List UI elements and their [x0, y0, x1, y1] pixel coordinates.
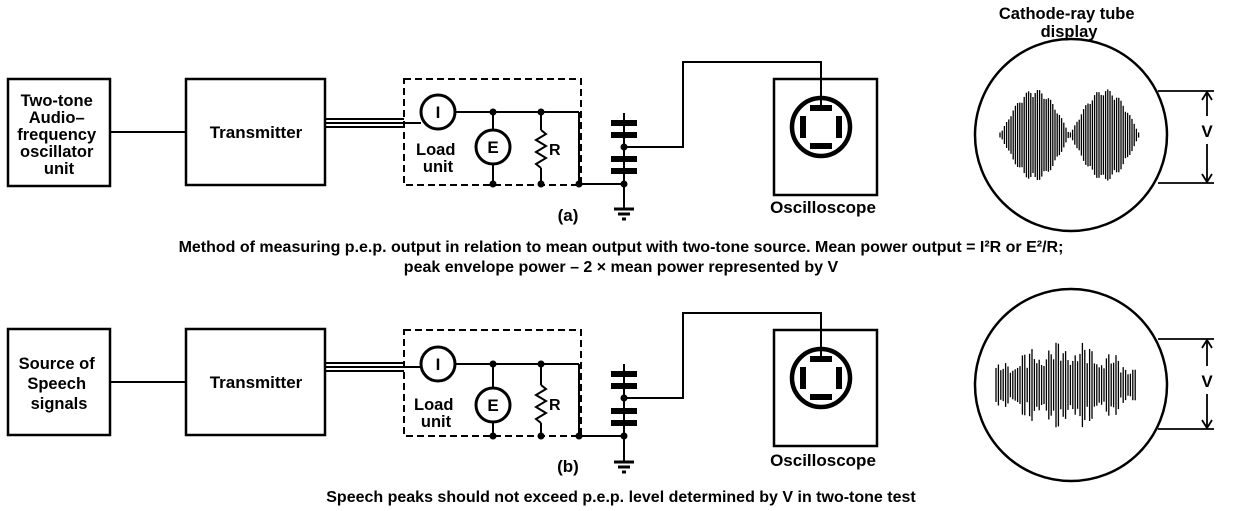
load-unit-enclosure-b [403, 329, 582, 437]
crt-title: Cathode-ray tube display [999, 5, 1139, 41]
voltage-meter-a [474, 128, 512, 166]
transmitter-label-b: Transmitter [210, 373, 303, 392]
source-label-a: Two-tone Audio– frequency oscillator uni… [17, 92, 100, 178]
ground-icon [612, 450, 636, 474]
v-dimension-b [1158, 338, 1214, 430]
oscilloscope-label-a: Oscilloscope [770, 198, 876, 217]
speech-envelope-b [995, 342, 1136, 428]
resistor-label-b: R [549, 397, 561, 414]
current-meter-b [419, 345, 457, 383]
voltage-meter-label-b: E [487, 396, 498, 415]
caption-a-line-1: Method of measuring p.e.p. output in rel… [178, 239, 1064, 256]
crt-screen-a [973, 37, 1169, 233]
transmitter-label-a: Transmitter [210, 123, 303, 142]
v-label-b: V [1201, 372, 1213, 391]
two-tone-envelope-a [999, 89, 1140, 181]
current-meter-label-b: I [436, 355, 441, 374]
scope-lead-b [624, 312, 822, 399]
capacitor-divider-a [611, 113, 637, 199]
transmitter-box-a [184, 77, 327, 187]
current-meter-a [419, 93, 457, 131]
scope-lead-a [624, 61, 822, 148]
resistor-label-a: R [549, 142, 561, 159]
caption-a: Method of measuring p.e.p. output in rel… [0, 238, 1242, 278]
transmitter-box-b [184, 327, 327, 437]
oscilloscope-label-b: Oscilloscope [770, 451, 876, 470]
resistor-b [534, 384, 548, 424]
capacitor-divider-b [611, 364, 637, 452]
feedline-a [325, 118, 421, 128]
v-dimension-a [1158, 90, 1214, 184]
junction-dots-b [489, 360, 583, 440]
voltage-meter-b [474, 386, 512, 424]
panel-a: Two-tone Audio– frequency oscillator uni… [6, 5, 1214, 233]
load-label-b: Load unit [414, 396, 458, 431]
panel-b: Source of Speech signals Transmitter [6, 287, 1214, 483]
source-label-b: Source of Speech signals [19, 355, 100, 413]
caption-a-line-2: peak envelope power – 2 × mean power rep… [403, 259, 839, 276]
oscilloscope-icon [774, 330, 877, 446]
resistor-a [534, 129, 548, 169]
current-meter-label-a: I [436, 103, 441, 122]
oscilloscope-icon [774, 79, 877, 195]
crt-screen-b [973, 287, 1169, 483]
voltage-meter-label-a: E [487, 138, 498, 157]
ground-icon [612, 197, 636, 221]
panel-tag-b: (b) [557, 457, 579, 476]
load-unit-enclosure-a [403, 78, 582, 186]
v-label-a: V [1201, 122, 1213, 141]
load-label-a: Load unit [416, 141, 460, 176]
junction-dots-a [489, 108, 583, 188]
feedline-b [325, 362, 421, 372]
panel-tag-a: (a) [558, 206, 579, 225]
caption-b: Speech peaks should not exceed p.e.p. le… [326, 489, 916, 506]
